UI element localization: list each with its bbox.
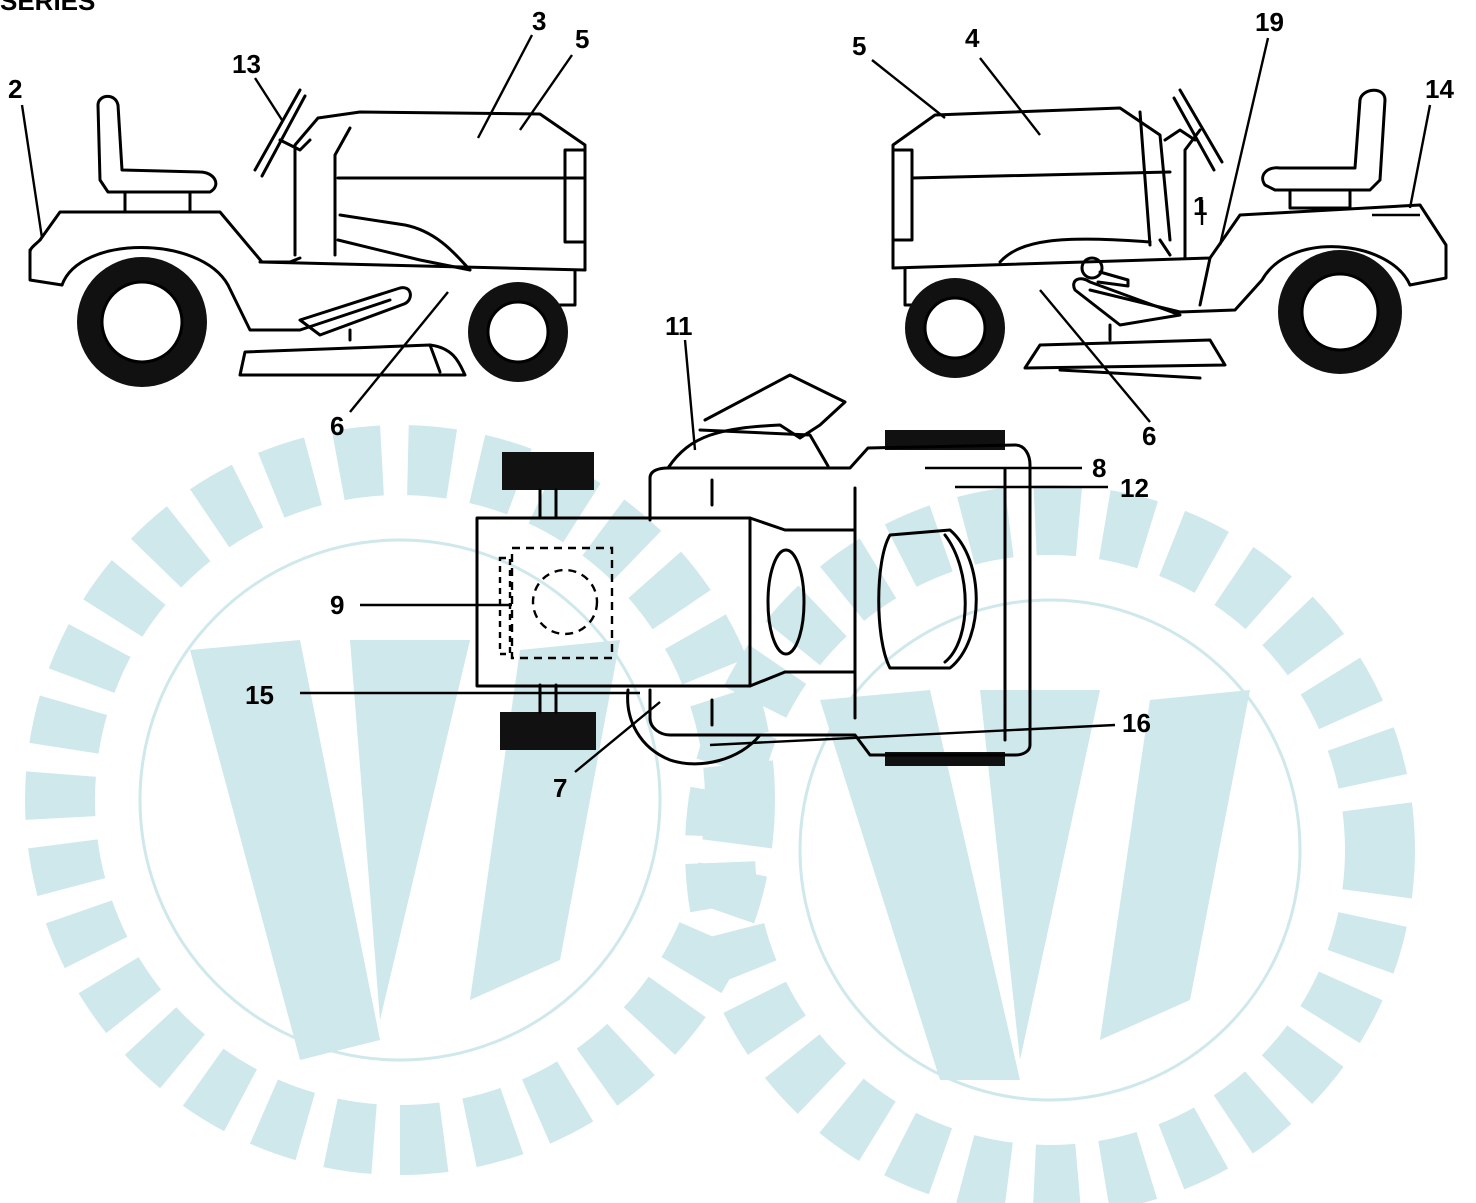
watermark-gear-right [685, 485, 1415, 1203]
callout-5-left: 5 [575, 24, 589, 54]
callout-15: 15 [245, 680, 274, 710]
callout-6-right: 6 [1142, 421, 1156, 451]
callout-1: 1 [1193, 191, 1207, 221]
tractor-top-view [300, 339, 1116, 773]
callout-labels: 2 13 3 5 6 5 4 19 1 14 6 11 8 12 9 15 7 … [8, 6, 1454, 803]
page-header-partial: SERIES [0, 0, 96, 16]
callout-5-right: 5 [852, 31, 866, 61]
callout-19: 19 [1255, 7, 1284, 37]
callout-6-left: 6 [330, 411, 344, 441]
callout-16: 16 [1122, 708, 1151, 738]
callout-7: 7 [553, 773, 567, 803]
callout-14: 14 [1425, 74, 1454, 104]
callout-2: 2 [8, 74, 22, 104]
rear-tire-bottom [500, 712, 596, 750]
tractor-left-side-view [20, 34, 587, 413]
callout-12: 12 [1120, 473, 1149, 503]
watermark-logo [25, 425, 1415, 1203]
callout-13: 13 [232, 49, 261, 79]
callout-9: 9 [330, 590, 344, 620]
callout-8: 8 [1092, 453, 1106, 483]
callout-3: 3 [532, 6, 546, 36]
callout-4: 4 [965, 23, 980, 53]
rear-tire-top [502, 452, 594, 490]
tractor-right-side-view [871, 37, 1448, 423]
callout-11: 11 [665, 311, 693, 341]
watermark-gear-left [25, 425, 775, 1175]
